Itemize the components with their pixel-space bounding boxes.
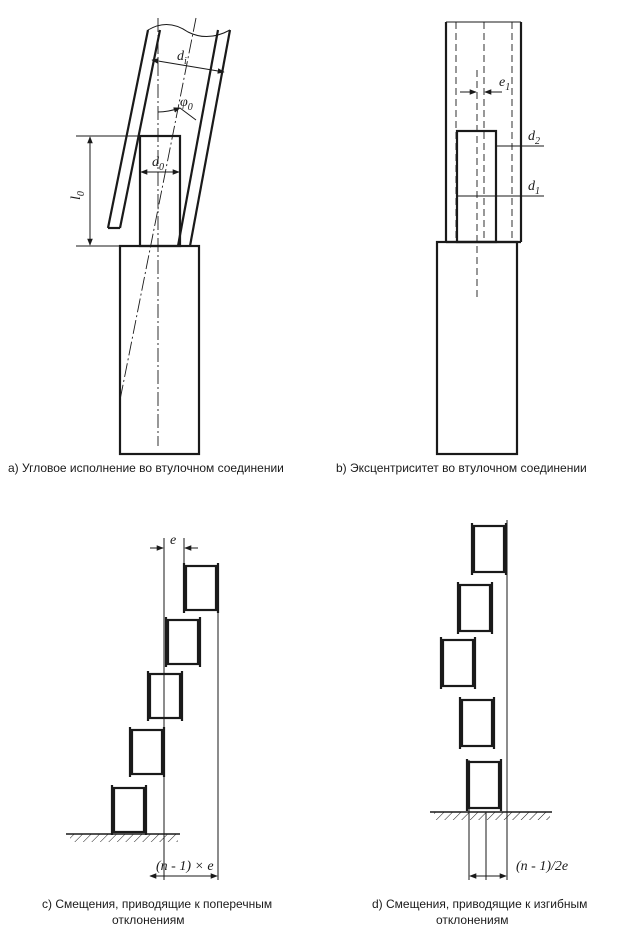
label-d2: d2 — [528, 129, 540, 147]
caption-c-line2: отклонениям — [112, 913, 184, 927]
segment-c-1 — [110, 785, 148, 835]
segment-d-1 — [465, 759, 503, 811]
ground-hatch-d — [434, 812, 550, 820]
diagram-b-eccentric-socket: e1 d2 d1 b) Эксцентриситет во втулочном … — [336, 21, 587, 475]
segment-c-5 — [182, 563, 220, 613]
spigot-a — [138, 134, 182, 248]
segment-d-5 — [470, 523, 508, 575]
segment-c-4 — [164, 617, 202, 667]
segment-d-4 — [456, 582, 494, 634]
segment-c-3 — [146, 671, 184, 721]
lower-pile-a — [118, 244, 201, 456]
label-phi0: φ0 — [180, 95, 193, 113]
segment-c-2 — [128, 727, 166, 777]
label-d0: d0 — [152, 155, 164, 173]
label-n1-2e: (n - 1)/2e — [516, 859, 568, 874]
caption-a: а) Угловое исполнение во втулочном соеди… — [8, 461, 284, 475]
segment-d-3 — [439, 637, 477, 689]
diagram-c-lateral-offsets: e (n - 1) × e с) Смещения, приводящие к … — [42, 533, 272, 927]
label-l0: l0 — [69, 191, 87, 200]
spigot-b — [455, 129, 498, 244]
ground-hatch-c — [70, 834, 178, 842]
label-di: di — [177, 49, 187, 67]
caption-d-line2: отклонениям — [436, 913, 508, 927]
label-d1: d1 — [528, 179, 540, 197]
label-e: e — [170, 533, 176, 548]
caption-c-line1: с) Смещения, приводящие к поперечным — [42, 897, 272, 911]
diagram-d-bending-offsets: (n - 1)/2e d) Смещения, приводящие к изг… — [372, 520, 587, 927]
label-e1: e1 — [499, 75, 510, 93]
caption-d-line1: d) Смещения, приводящие к изгибным — [372, 897, 587, 911]
label-n1e: (n - 1) × e — [156, 859, 214, 874]
diagram-a-angular-socket: di φ0 d0 l0 а) Угловое исполнение во вту… — [8, 17, 284, 475]
tilted-tube-outer-left — [106, 29, 150, 229]
segment-d-2 — [458, 697, 496, 749]
caption-b: b) Эксцентриситет во втулочном соединени… — [336, 461, 587, 475]
